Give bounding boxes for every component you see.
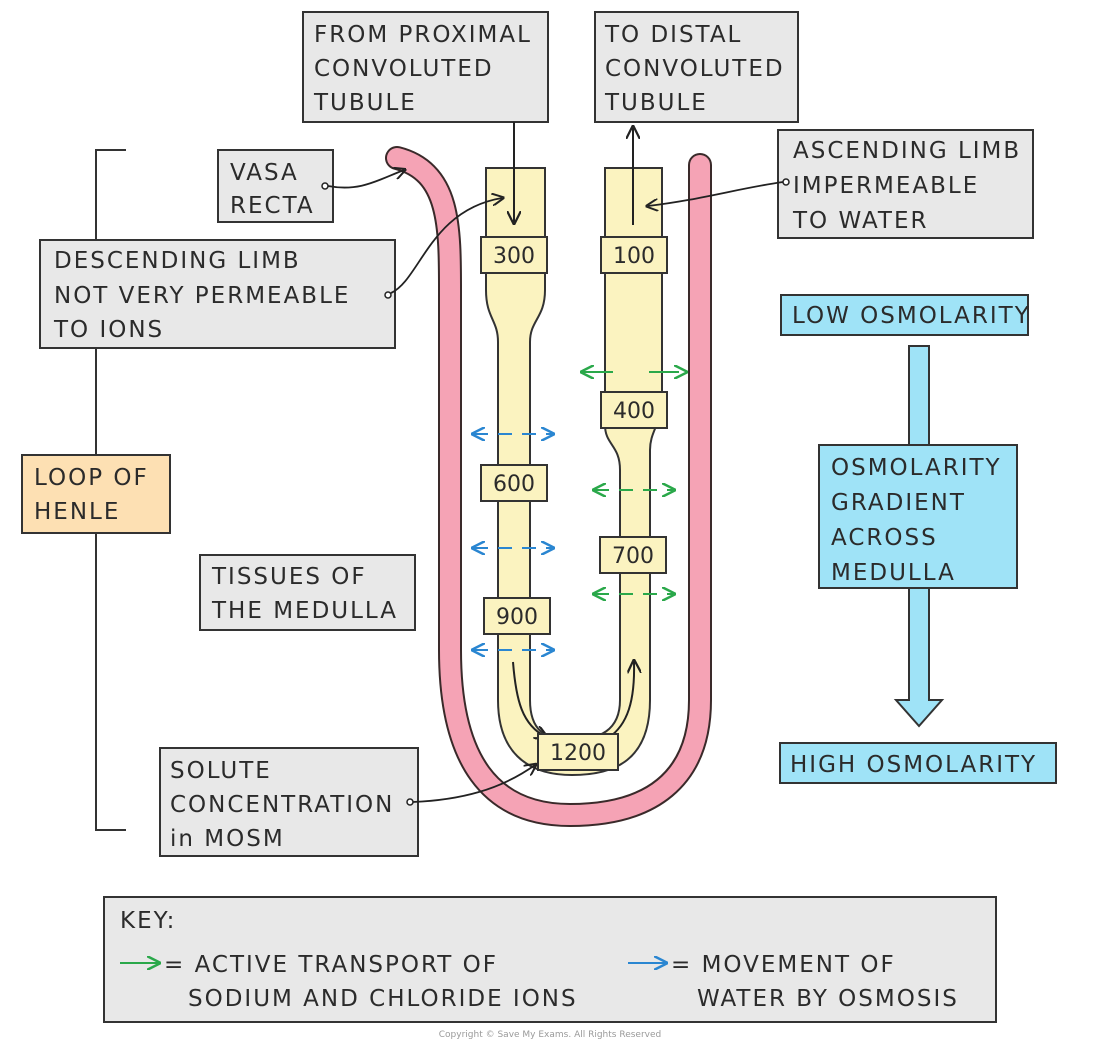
value-600: 600 bbox=[480, 464, 548, 502]
descending-limb-box: DESCENDING LIMB NOT VERY PERMEABLE TO IO… bbox=[39, 239, 396, 349]
vasa-recta-box: VASA RECTA bbox=[217, 149, 334, 223]
gradient-box: OSMOLARITY GRADIENT ACROSS MEDULLA bbox=[818, 444, 1018, 589]
solute-box: SOLUTE CONCENTRATION in MOSM bbox=[159, 747, 419, 857]
key-active-line2: SODIUM AND CHLORIDE IONS bbox=[188, 986, 578, 1012]
from-pct-box: FROM PROXIMAL CONVOLUTED TUBULE bbox=[302, 11, 549, 123]
from-pct-line1: FROM PROXIMAL bbox=[314, 22, 532, 48]
high-osmolarity-box: HIGH OSMOLARITY bbox=[779, 742, 1057, 784]
descending-line1: DESCENDING LIMB bbox=[54, 248, 301, 274]
to-dct-box: TO DISTAL CONVOLUTED TUBULE bbox=[594, 11, 799, 123]
solute-line3: in MOSM bbox=[170, 826, 285, 852]
svg-text:GRADIENT: GRADIENT bbox=[831, 490, 966, 516]
svg-text:100: 100 bbox=[613, 244, 655, 269]
ascending-line3: TO WATER bbox=[792, 208, 928, 234]
value-300: 300 bbox=[480, 236, 548, 274]
svg-text:600: 600 bbox=[493, 472, 535, 497]
from-pct-line3: TUBULE bbox=[313, 90, 417, 116]
vasa-recta-line1: VASA bbox=[230, 160, 299, 186]
loop-line2: HENLE bbox=[34, 499, 120, 525]
key-box: KEY: = ACTIVE TRANSPORT OF SODIUM AND CH… bbox=[103, 896, 997, 1023]
to-dct-line1: TO DISTAL bbox=[604, 22, 742, 48]
svg-text:1200: 1200 bbox=[550, 741, 606, 766]
tissues-box: TISSUES OF THE MEDULLA bbox=[199, 554, 416, 631]
key-active-line1: = ACTIVE TRANSPORT OF bbox=[164, 952, 498, 978]
value-1200: 1200 bbox=[537, 733, 619, 771]
key-title: KEY: bbox=[120, 908, 176, 934]
copyright-text: Copyright © Save My Exams. All Rights Re… bbox=[439, 1030, 661, 1040]
svg-text:LOW OSMOLARITY: LOW OSMOLARITY bbox=[792, 303, 1031, 329]
svg-text:ACROSS: ACROSS bbox=[831, 525, 938, 551]
key-water-line1: = MOVEMENT OF bbox=[671, 952, 896, 978]
loop-line1: LOOP OF bbox=[34, 465, 149, 491]
to-dct-line2: CONVOLUTED bbox=[605, 56, 785, 82]
from-pct-line2: CONVOLUTED bbox=[314, 56, 494, 82]
descending-line3: TO IONS bbox=[53, 317, 164, 343]
loop-of-henle-box: LOOP OF HENLE bbox=[21, 454, 171, 534]
ascending-limb-box: ASCENDING LIMB IMPERMEABLE TO WATER bbox=[777, 129, 1034, 239]
descending-line2: NOT VERY PERMEABLE bbox=[54, 283, 350, 309]
ascending-pointer bbox=[648, 181, 784, 206]
value-900: 900 bbox=[483, 597, 551, 635]
svg-text:400: 400 bbox=[613, 399, 655, 424]
value-100: 100 bbox=[600, 236, 668, 274]
svg-text:700: 700 bbox=[612, 544, 654, 569]
ascending-line1: ASCENDING LIMB bbox=[793, 138, 1021, 164]
value-400: 400 bbox=[600, 391, 668, 429]
value-700: 700 bbox=[599, 536, 667, 574]
ascending-line2: IMPERMEABLE bbox=[793, 173, 979, 199]
vasa-recta-pointer bbox=[327, 170, 404, 189]
low-osmolarity-box: LOW OSMOLARITY bbox=[780, 294, 1031, 336]
solute-line1: SOLUTE bbox=[170, 758, 272, 784]
descending-pointer bbox=[390, 198, 502, 294]
tissues-line1: TISSUES OF bbox=[211, 564, 367, 590]
tissues-line2: THE MEDULLA bbox=[211, 598, 398, 624]
svg-text:OSMOLARITY: OSMOLARITY bbox=[831, 455, 1002, 481]
svg-text:300: 300 bbox=[493, 244, 535, 269]
svg-text:HIGH OSMOLARITY: HIGH OSMOLARITY bbox=[790, 752, 1037, 778]
to-dct-line3: TUBULE bbox=[604, 90, 708, 116]
svg-text:MEDULLA: MEDULLA bbox=[831, 560, 956, 586]
vasa-recta-line2: RECTA bbox=[230, 193, 315, 219]
key-water-line2: WATER BY OSMOSIS bbox=[697, 986, 959, 1012]
solute-line2: CONCENTRATION bbox=[170, 792, 394, 818]
solute-pointer bbox=[412, 765, 535, 803]
svg-text:900: 900 bbox=[496, 605, 538, 630]
